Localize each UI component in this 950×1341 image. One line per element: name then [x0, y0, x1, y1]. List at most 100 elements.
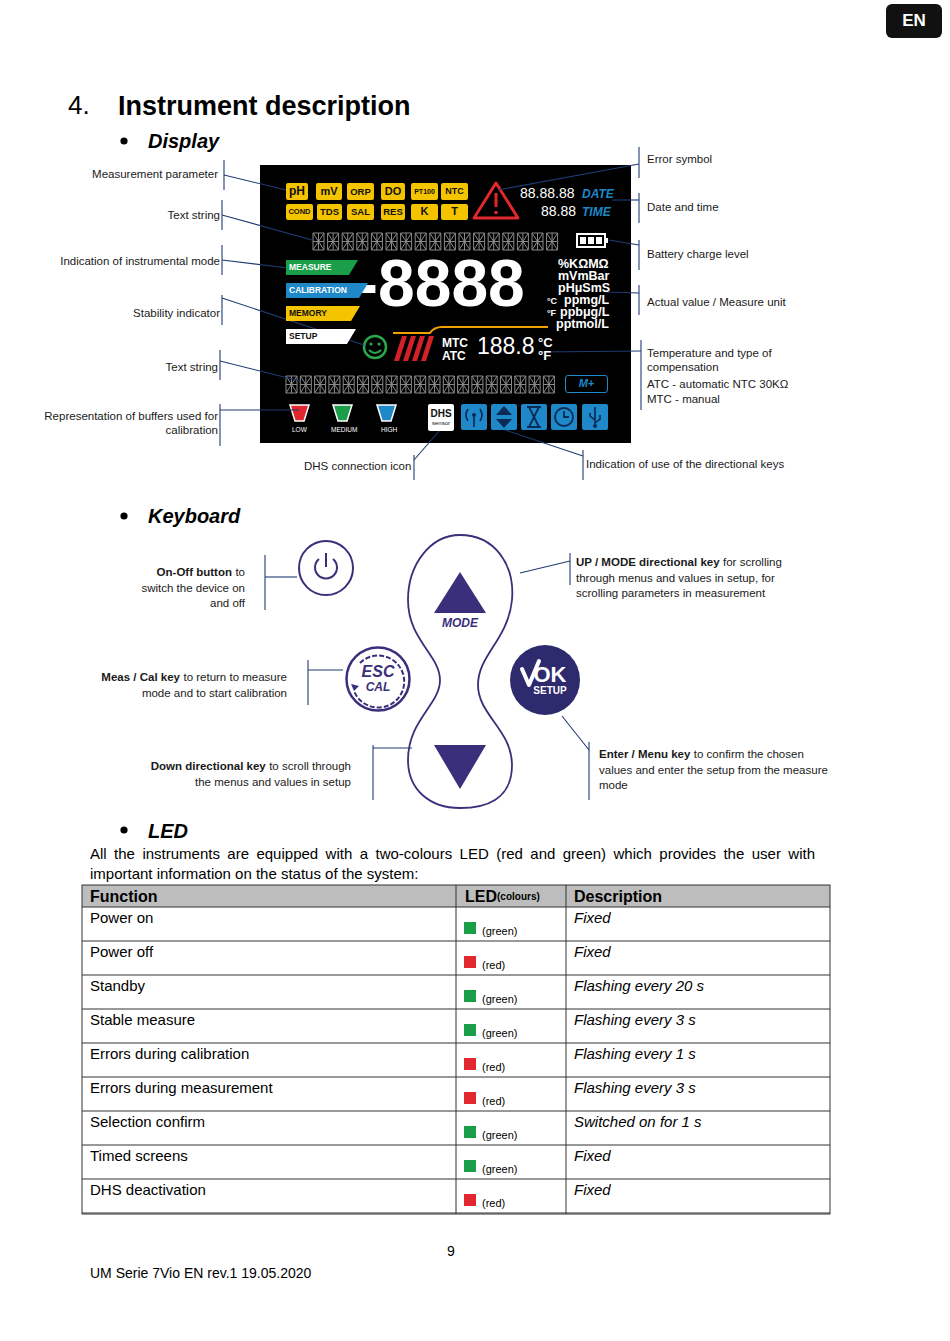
- lcd-unit: pHμSmS: [558, 282, 610, 295]
- lcd-unit: ppmg/L: [564, 294, 609, 307]
- node-text: SAL: [351, 207, 370, 217]
- segment-cell: [444, 233, 455, 250]
- segment-cell: [315, 376, 326, 393]
- node-text: T: [451, 206, 458, 218]
- segment-cell: [329, 376, 340, 393]
- table-cell: Flashing every 1 s: [574, 1045, 696, 1063]
- status-icon: [521, 404, 547, 430]
- node-text: OK: [534, 663, 567, 686]
- key-name: Enter / Menu key: [599, 748, 690, 760]
- progress-bar: [421, 336, 434, 361]
- led-swatch: [464, 990, 476, 1002]
- parameter-box: pH: [286, 183, 308, 200]
- node-text: MEASURE: [289, 263, 332, 272]
- body-text: All the instruments are equipped with a …: [90, 844, 815, 885]
- node-text: PT100: [414, 188, 435, 195]
- segment-cell: [529, 376, 540, 393]
- page-number: 9: [447, 1243, 455, 1260]
- table-header: Function: [90, 887, 158, 906]
- mode-band: CALIBRATION: [286, 283, 368, 298]
- buffer-label: MEDIUM: [331, 426, 357, 434]
- table-cell: Fixed: [574, 909, 611, 927]
- segment-cell: [342, 233, 353, 250]
- lcd-label: TIME: [582, 205, 611, 219]
- segment-cell: [358, 376, 369, 393]
- leader-line: [220, 361, 300, 381]
- segment-cell: [515, 376, 526, 393]
- table-cell: (green): [482, 1129, 517, 1142]
- segment-cell: [547, 233, 558, 250]
- key-callout: Meas / Cal keyto return to measure mode …: [87, 670, 287, 701]
- parameter-box: COND: [286, 204, 313, 220]
- segment-cell: [474, 233, 485, 250]
- parameter-box: T: [441, 204, 468, 220]
- parameter-box: RES: [381, 204, 405, 220]
- led-table: [82, 885, 830, 1214]
- callout-label: Error symbol: [647, 153, 712, 167]
- table-header: Description: [574, 887, 662, 906]
- table-cell: Flashing every 20 s: [574, 977, 704, 995]
- segment-text-string: [286, 233, 558, 393]
- table-cell: Errors during measurement: [90, 1079, 273, 1097]
- error-symbol: [474, 183, 518, 218]
- lcd-label: MTC: [442, 336, 468, 350]
- table-cell: Switched on for 1 s: [574, 1113, 702, 1131]
- segment-cell: [386, 376, 397, 393]
- segment-cell: [486, 376, 497, 393]
- segment-cell: [400, 376, 411, 393]
- bullet: [120, 826, 127, 833]
- segment-cell: [415, 376, 426, 393]
- section-number: 4.: [68, 90, 90, 121]
- table-cell: (green): [482, 925, 517, 938]
- key-callout: Down directional keyto scroll through th…: [136, 759, 351, 790]
- lcd-label: ATC: [442, 349, 466, 363]
- segment-cell: [443, 376, 454, 393]
- lcd-main-value: -8888: [356, 250, 525, 316]
- leader-line: [372, 745, 373, 800]
- segment-cell: [429, 376, 440, 393]
- segment-cell: [313, 233, 324, 250]
- leader-line: [222, 260, 288, 268]
- lcd-unit: °F: [538, 349, 551, 362]
- leader-line: [562, 716, 589, 750]
- node-text: COND: [288, 208, 310, 216]
- segment-cell: [459, 233, 470, 250]
- node-text: RES: [383, 207, 403, 217]
- mode-key-label: MODE: [428, 614, 492, 632]
- segment-cell: [488, 233, 499, 250]
- segment-cell: [458, 376, 469, 393]
- segment-cell: [371, 233, 382, 250]
- frame-line: [393, 327, 548, 333]
- bullet: [120, 137, 127, 144]
- table-cell: Stable measure: [90, 1011, 195, 1029]
- leader-line: [582, 450, 583, 480]
- table-header: (colours): [497, 891, 540, 903]
- lcd-unit: °F: [547, 309, 556, 318]
- table-cell: Power on: [90, 909, 153, 927]
- status-icon: [582, 404, 608, 430]
- lcd-unit: mVmBar: [558, 270, 609, 283]
- segment-cell: [503, 233, 514, 250]
- parameter-box: DO: [381, 183, 405, 200]
- dhs-icon: DHSsensor: [428, 404, 454, 431]
- leader-line: [638, 193, 639, 223]
- lcd-unit: ppbμg/L: [560, 306, 609, 319]
- callout-label: MTC - manual: [647, 393, 720, 407]
- leader-line: [224, 175, 286, 190]
- segment-cell: [328, 233, 339, 250]
- section-title: Instrument description: [118, 90, 411, 122]
- node-text: mV: [320, 186, 337, 198]
- down-key: [434, 745, 486, 789]
- segment-cell: [430, 233, 441, 250]
- leader-line: [540, 351, 641, 352]
- led-swatch: [464, 922, 476, 934]
- buffer-label: LOW: [292, 426, 307, 434]
- leader-line: [307, 660, 308, 705]
- node-text: EN: [902, 12, 926, 30]
- leader-line: [638, 285, 639, 315]
- node-text: CALIBRATION: [289, 286, 347, 295]
- table-cell: (green): [482, 993, 517, 1006]
- led-swatch: [464, 1126, 476, 1138]
- node-text: SETUP: [289, 332, 317, 341]
